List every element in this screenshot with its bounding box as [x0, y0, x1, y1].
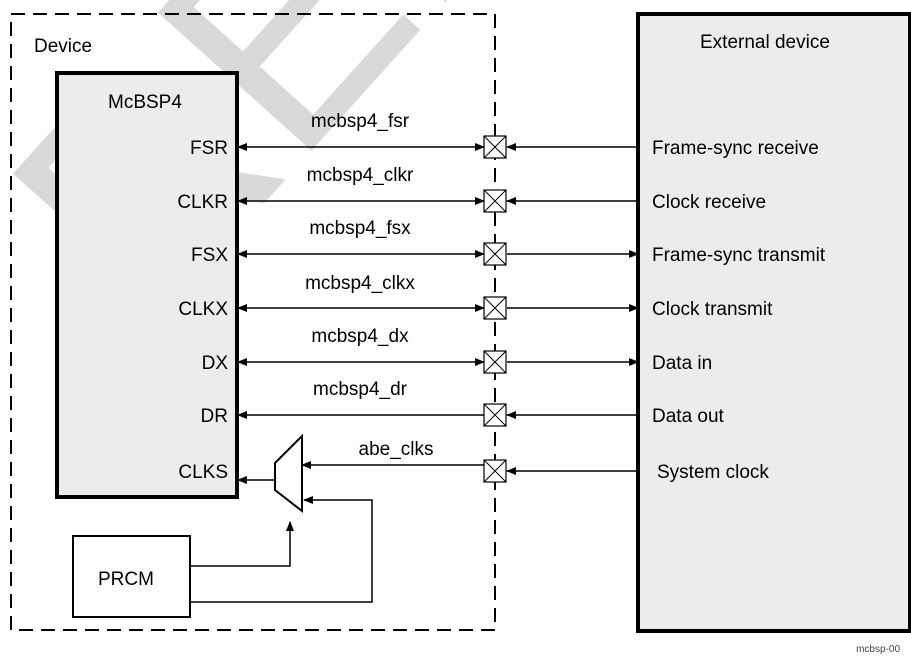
external-signal-clkx: Clock transmit: [652, 299, 773, 320]
net-label-fsx: mcbsp4_fsx: [309, 218, 411, 239]
prcm-label: PRCM: [98, 569, 154, 590]
pin-label-fsx: FSX: [191, 245, 228, 266]
io-pad-cross2-dx: [483, 350, 507, 374]
net-label-fsr: mcbsp4_fsr: [311, 111, 410, 132]
io-pad-cross2-clks: [483, 459, 507, 483]
pin-label-fsr: FSR: [190, 138, 228, 159]
io-pad-cross2-clkx: [483, 296, 507, 320]
prcm-to-mux-line-2: [190, 496, 373, 603]
io-pad-cross2-fsx: [483, 242, 507, 266]
external-device-title: External device: [700, 32, 830, 53]
external-signal-dx: Data in: [652, 353, 712, 374]
external-signal-fsx: Frame-sync transmit: [652, 245, 826, 266]
device-boundary: [10, 13, 496, 631]
pin-label-dr: DR: [201, 406, 228, 427]
io-pad-cross2-clkr: [483, 189, 507, 213]
net-label-clks: abe_clks: [359, 439, 434, 460]
external-signal-clks: System clock: [657, 462, 769, 483]
mcbsp4-block: [55, 71, 239, 499]
pin-label-clkx: CLKX: [178, 299, 228, 320]
external-signal-fsr: Frame-sync receive: [652, 138, 819, 159]
external-signal-dr: Data out: [652, 406, 725, 427]
net-label-clkx: mcbsp4_clkx: [305, 273, 415, 294]
net-label-clkr: mcbsp4_clkr: [307, 165, 414, 186]
pin-label-dx: DX: [202, 353, 229, 374]
mcbsp4-title: McBSP4: [108, 92, 182, 113]
io-pad-cross2-fsr: [483, 135, 507, 159]
net-label-dx: mcbsp4_dx: [311, 326, 409, 347]
clock-mux: [274, 433, 303, 514]
net-label-dr: mcbsp4_dr: [313, 379, 408, 400]
pin-label-clkr: CLKR: [177, 192, 228, 213]
pin-label-clks: CLKS: [178, 462, 228, 483]
device-label: Device: [34, 36, 92, 57]
io-pad-cross2-dr: [483, 403, 507, 427]
figure-id: mcbsp-00: [856, 644, 900, 655]
external-signal-clkr: Clock receive: [652, 192, 766, 213]
external-device-block: [636, 12, 911, 633]
prcm-block: [72, 535, 191, 618]
prcm-to-mux-line: [190, 521, 294, 567]
